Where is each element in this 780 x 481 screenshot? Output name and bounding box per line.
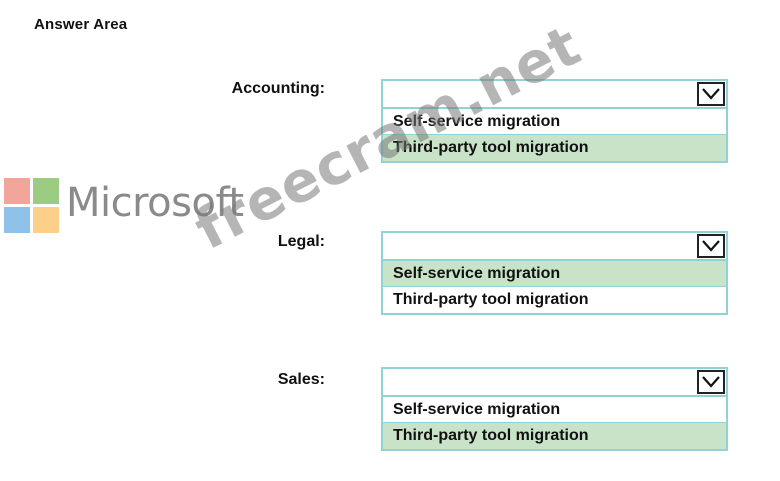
accounting-option-third-party[interactable]: Third-party tool migration (383, 135, 726, 161)
sales-label: Sales: (277, 371, 325, 388)
accounting-dropdown-head[interactable] (383, 81, 726, 109)
accounting-dropdown[interactable]: Self-service migration Third-party tool … (381, 79, 728, 163)
legal-dropdown[interactable]: Self-service migration Third-party tool … (381, 231, 728, 315)
legal-dropdown-head[interactable] (383, 233, 726, 261)
accounting-option-self-service[interactable]: Self-service migration (383, 109, 726, 135)
accounting-label: Accounting: (231, 80, 325, 97)
legal-label: Legal: (277, 233, 325, 250)
sales-dropdown[interactable]: Self-service migration Third-party tool … (381, 367, 728, 451)
sales-dropdown-head[interactable] (383, 369, 726, 397)
sales-option-self-service[interactable]: Self-service migration (383, 397, 726, 423)
answer-area-title: Answer Area (34, 16, 128, 33)
chevron-down-icon[interactable] (697, 234, 725, 258)
legal-option-third-party[interactable]: Third-party tool migration (393, 291, 589, 308)
microsoft-logo-icon (4, 178, 60, 234)
chevron-down-icon[interactable] (697, 370, 725, 394)
sales-option-third-party[interactable]: Third-party tool migration (383, 423, 726, 449)
chevron-down-icon[interactable] (697, 82, 725, 106)
microsoft-logo-text: Microsoft (66, 180, 244, 226)
legal-option-self-service[interactable]: Self-service migration (383, 261, 726, 287)
